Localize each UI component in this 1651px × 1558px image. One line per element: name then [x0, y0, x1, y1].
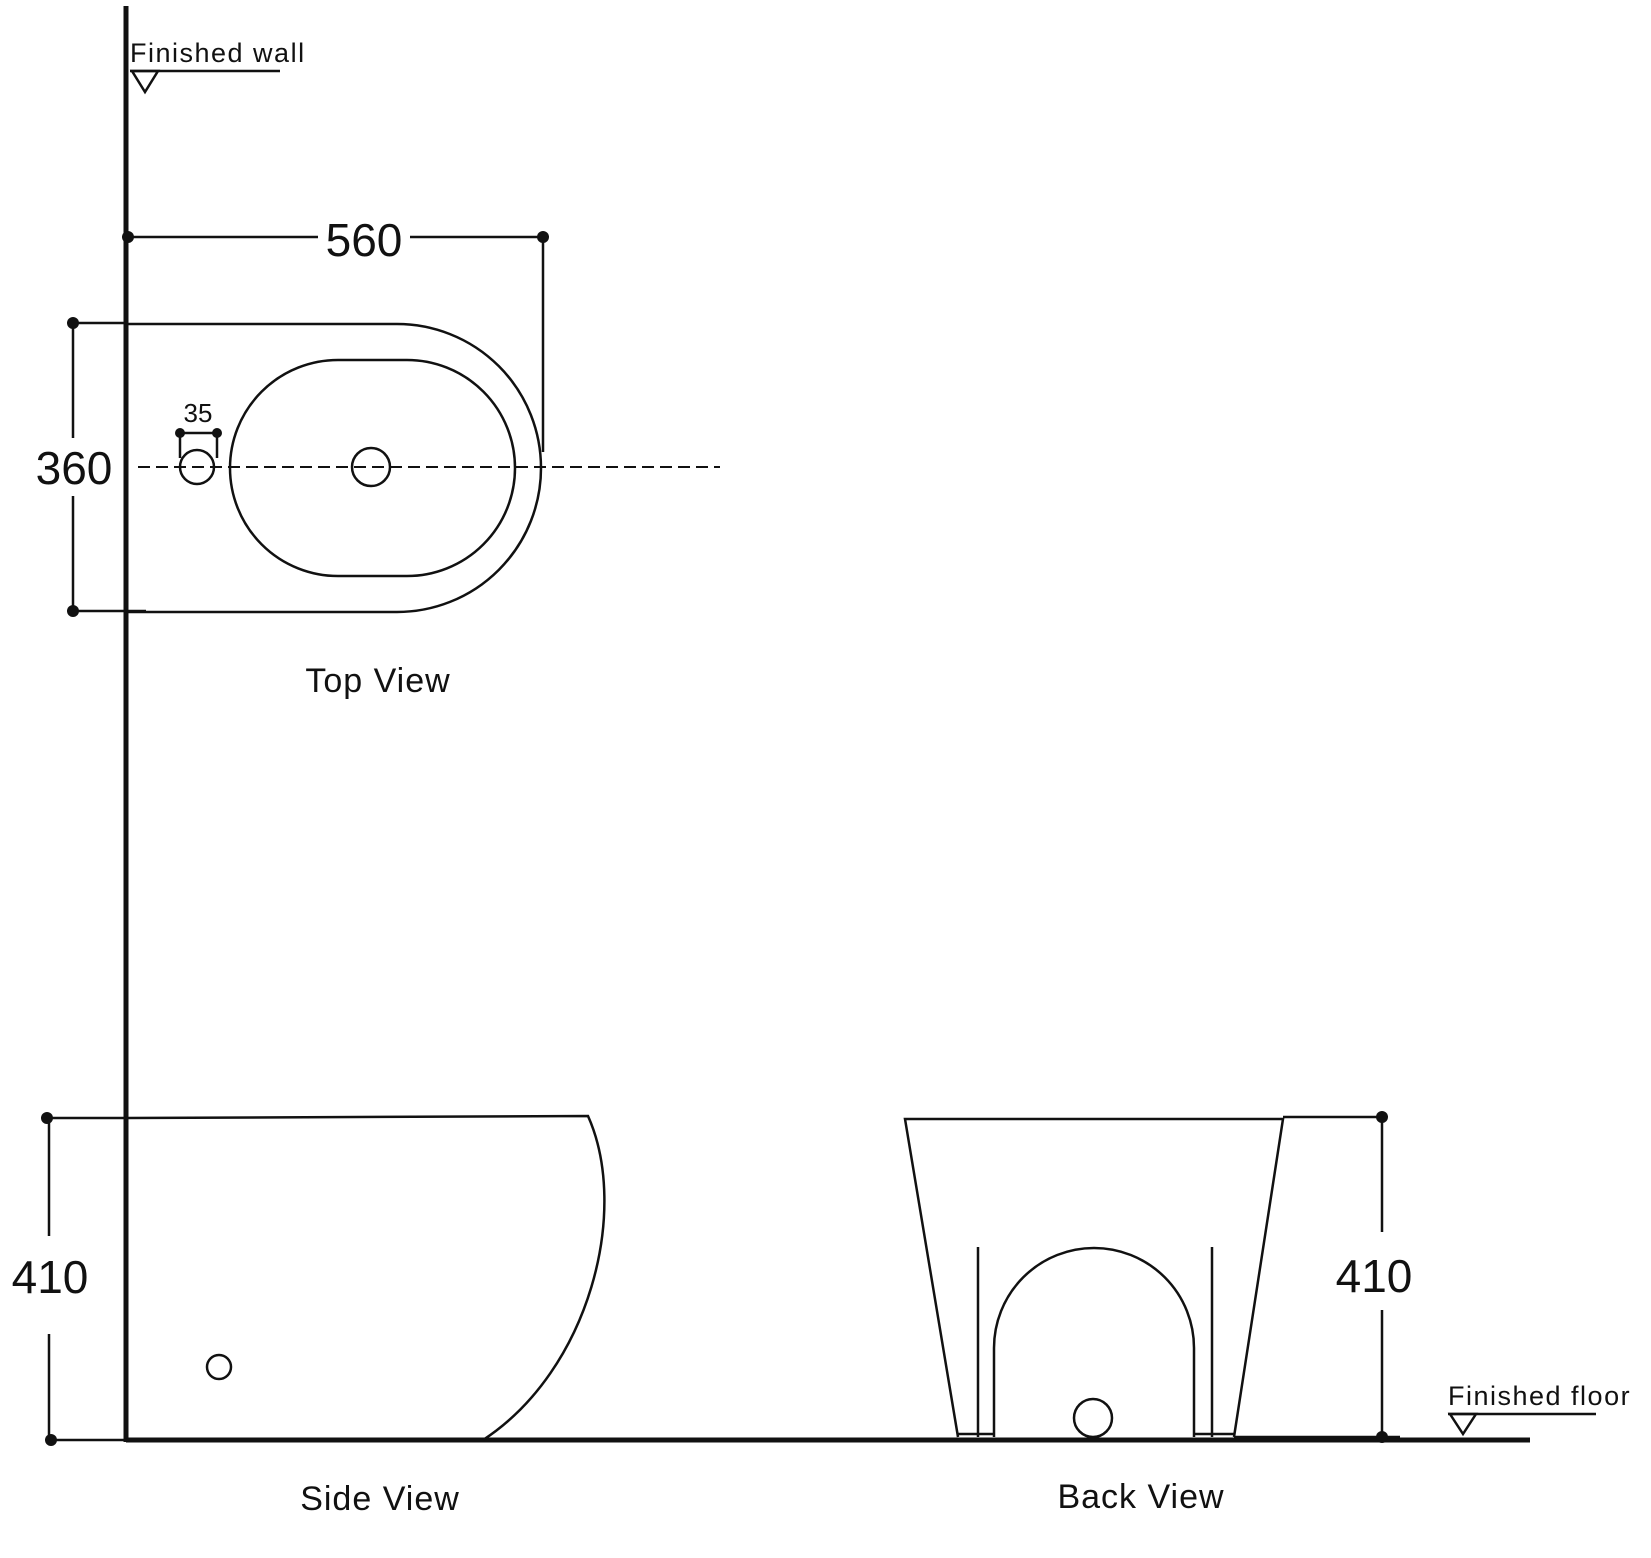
finished-wall-label: Finished wall [130, 38, 306, 68]
dimension-560: 560 [122, 214, 549, 452]
top-view-outline [128, 322, 543, 614]
dimension-35-label: 35 [184, 398, 213, 428]
finished-floor-marker: Finished floor [1447, 1381, 1631, 1437]
top-view: 560 360 35 Top View [36, 214, 720, 700]
side-view-title: Side View [300, 1480, 460, 1518]
back-view-title: Back View [1057, 1478, 1224, 1516]
dimension-360-label: 360 [36, 442, 113, 494]
dimension-360: 360 [36, 317, 128, 617]
dimension-410-back-label: 410 [1336, 1250, 1413, 1302]
side-view: 410 Side View [12, 1112, 606, 1518]
dimension-560-label: 560 [326, 214, 403, 266]
back-outlet-hole [1072, 1397, 1114, 1439]
dimension-35: 35 [175, 398, 222, 458]
dimension-410-back: 410 [1234, 1111, 1412, 1443]
side-inlet-hole [205, 1353, 233, 1381]
finished-floor-label: Finished floor [1448, 1381, 1631, 1411]
dimension-410-side-label: 410 [12, 1251, 89, 1303]
dimension-410-side: 410 [12, 1112, 128, 1446]
back-arch [992, 1246, 1196, 1437]
top-view-title: Top View [305, 662, 450, 700]
side-view-outline [127, 1114, 606, 1442]
back-view-outline [903, 1117, 1285, 1438]
back-view: 410 Back View [903, 1111, 1412, 1516]
finished-wall-marker: Finished wall [129, 38, 306, 95]
